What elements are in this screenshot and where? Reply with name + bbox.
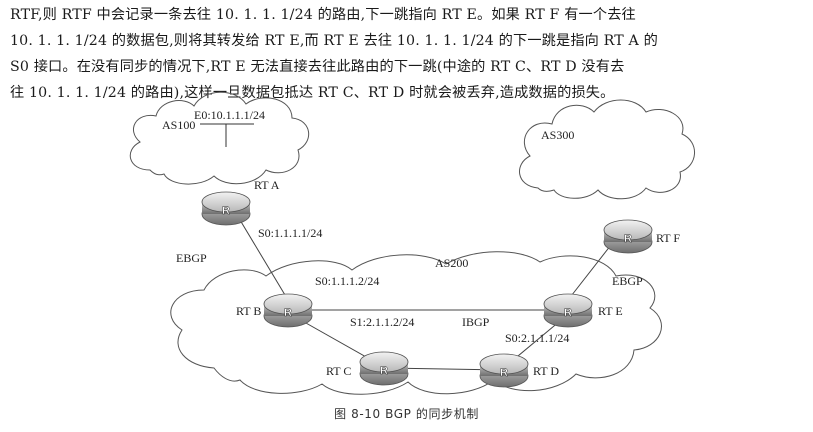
as200-label: AS200: [435, 256, 468, 270]
router-top: [479, 353, 529, 375]
router-rtd: R: [479, 353, 529, 388]
as200-cloud: [170, 251, 662, 395]
paragraph-line: S0 接口。在没有同步的情况下,RT E 无法直接去往此路由的下一跳(中途的 R…: [10, 59, 625, 75]
rtb-s0-label: S0:1.1.1.2/24: [315, 274, 379, 288]
router-icon: R: [500, 367, 508, 379]
rtc-label: RT C: [326, 364, 351, 378]
router-rtf: R: [603, 219, 653, 254]
ibgp-label: IBGP: [462, 315, 490, 329]
as100-label: AS100: [162, 118, 195, 132]
rta-label: RT A: [254, 178, 280, 192]
as300-label: AS300: [541, 128, 574, 142]
paragraph-line: RTF,则 RTF 中会记录一条去往 10. 1. 1. 1/24 的路由,下一…: [10, 7, 636, 23]
paragraph-line: 往 10. 1. 1. 1/24 的路由),这样一旦数据包抵达 RT C、RT …: [10, 85, 615, 101]
rtb-s1-label: S1:2.1.1.2/24: [350, 315, 414, 329]
ebgp-right-label: EBGP: [612, 274, 643, 288]
router-icon: R: [624, 233, 632, 245]
router-top: [263, 293, 313, 315]
as300-cloud: [519, 99, 695, 200]
router-rte: R: [543, 293, 593, 328]
paragraph-line: 10. 1. 1. 1/24 的数据包,则将其转发给 RT E,而 RT E 去…: [10, 33, 658, 49]
router-icon: R: [380, 365, 388, 377]
body-paragraph: RTF,则 RTF 中会记录一条去往 10. 1. 1. 1/24 的路由,下一…: [10, 2, 810, 106]
rta-e0-label: E0:10.1.1.1/24: [194, 108, 265, 122]
router-icon: R: [564, 307, 572, 319]
rte-s0-label: S0:2.1.1.1/24: [505, 331, 569, 345]
rte-label: RT E: [598, 304, 623, 318]
router-rtc: R: [359, 351, 409, 386]
as100-cloud: [129, 91, 309, 185]
router-top: [359, 351, 409, 373]
rtd-label: RT D: [533, 364, 559, 378]
link-rta-rtb: [233, 209, 289, 301]
rtf-label: RT F: [656, 231, 680, 245]
router-top: [543, 293, 593, 315]
rtb-label: RT B: [236, 304, 261, 318]
router-rtb: R: [263, 293, 313, 328]
router-icon: R: [284, 307, 292, 319]
ebgp-left-label: EBGP: [176, 251, 207, 265]
router-top: [201, 191, 251, 213]
router-icon: R: [222, 205, 230, 217]
router-top: [603, 219, 653, 241]
router-rta: R: [201, 191, 251, 226]
rta-s0-label: S0:1.1.1.1/24: [258, 226, 322, 240]
figure-caption: 图 8-10 BGP 的同步机制: [334, 407, 479, 421]
